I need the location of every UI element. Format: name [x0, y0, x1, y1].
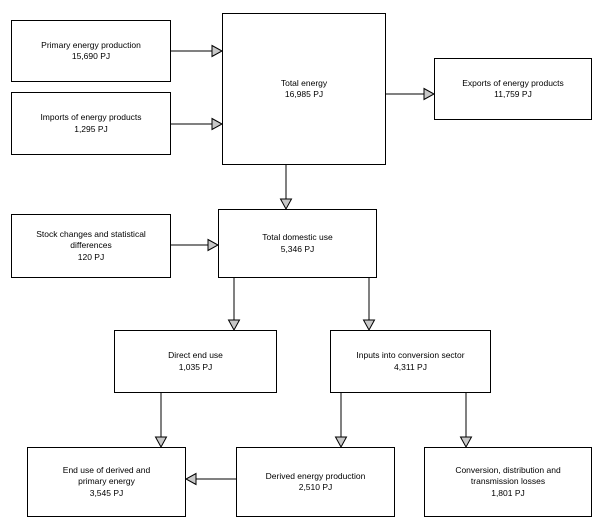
node-inputs-into-conversion-sector[interactable]: Inputs into conversion sector 4,311 PJ — [330, 330, 491, 393]
node-direct-end-use[interactable]: Direct end use 1,035 PJ — [114, 330, 277, 393]
edge-total-to-domestic — [279, 165, 293, 211]
node-label-line-1: Conversion, distribution and — [455, 464, 561, 475]
node-label-line-1: End use of derived and — [62, 464, 151, 475]
node-end-use-of-derived-and-primary-energy[interactable]: End use of derived and primary energy 3,… — [27, 447, 186, 517]
edge-domestic-to-inputs — [362, 278, 376, 332]
node-label-line-2: primary energy — [78, 476, 135, 487]
edge-stock-to-domestic — [171, 238, 220, 252]
edge-primary-to-total — [171, 44, 224, 58]
node-label: Total energy — [280, 77, 328, 88]
node-label: Primary energy production — [41, 39, 141, 50]
node-value: 1,801 PJ — [491, 487, 525, 498]
edge-inputs-to-losses — [459, 393, 473, 449]
node-label: Inputs into conversion sector — [356, 350, 465, 360]
node-label: Derived energy production — [265, 470, 366, 481]
node-label: Imports of energy products — [40, 112, 142, 122]
node-exports-of-energy-products[interactable]: Exports of energy products 11,759 PJ — [434, 58, 592, 120]
node-label-line-2: transmission losses — [470, 476, 546, 487]
edge-direct-to-enduse — [154, 393, 168, 449]
node-value: 120 PJ — [77, 251, 105, 262]
node-total-energy[interactable]: Total energy 16,985 PJ — [222, 13, 386, 165]
node-imports-of-energy-products[interactable]: Imports of energy products 1,295 PJ — [11, 92, 171, 155]
node-label: Total domestic use — [262, 232, 333, 242]
node-stock-changes-and-statistical-differences[interactable]: Stock changes and statistical difference… — [11, 214, 171, 278]
node-value: 11,759 PJ — [494, 89, 532, 99]
node-value: 1,295 PJ — [74, 123, 108, 134]
node-primary-energy-production[interactable]: Primary energy production 15,690 PJ — [11, 20, 171, 82]
node-value: 15,690 PJ — [71, 51, 111, 61]
node-label: Direct end use — [168, 350, 223, 360]
node-conversion-distribution-and-transmission-losses[interactable]: Conversion, distribution and transmissio… — [424, 447, 592, 517]
node-label-line-1: Stock changes and statistical — [36, 228, 146, 239]
edge-imports-to-total — [171, 117, 224, 131]
node-value: 4,311 PJ — [394, 361, 427, 372]
node-value: 2,510 PJ — [298, 482, 333, 492]
edge-inputs-to-derived — [334, 393, 348, 449]
node-value: 16,985 PJ — [284, 89, 324, 99]
edge-total-to-exports — [386, 87, 436, 101]
node-label-line-2: differences — [70, 240, 112, 251]
node-value: 3,545 PJ — [89, 487, 124, 498]
node-label: Exports of energy products — [462, 77, 564, 88]
node-value: 5,346 PJ — [280, 243, 315, 254]
node-derived-energy-production[interactable]: Derived energy production 2,510 PJ — [236, 447, 395, 517]
node-value: 1,035 PJ — [178, 361, 213, 372]
edge-derived-to-enduse — [184, 472, 236, 486]
edge-domestic-to-direct — [227, 278, 241, 332]
node-total-domestic-use[interactable]: Total domestic use 5,346 PJ — [218, 209, 377, 278]
